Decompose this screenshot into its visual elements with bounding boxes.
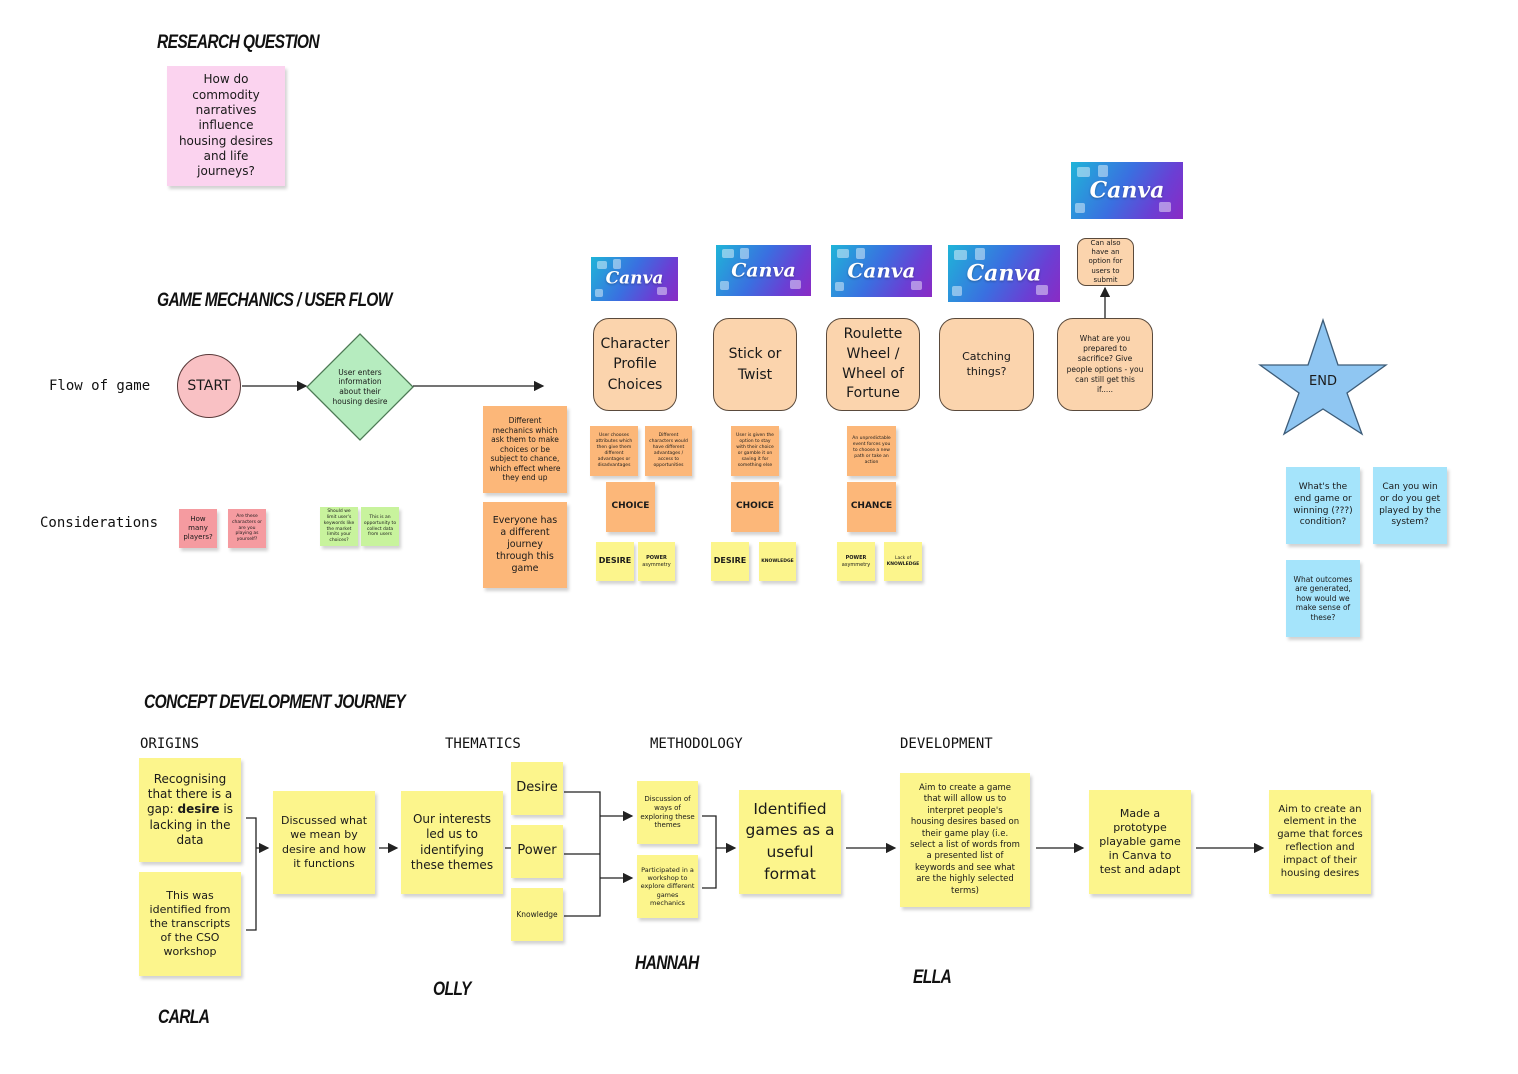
research-question-heading: Research Question — [157, 32, 320, 53]
mechanic-character-profile[interactable]: Character Profile Choices — [593, 318, 677, 411]
small-note[interactable]: Different characters would have differen… — [645, 426, 692, 476]
stage-origins: ORIGINS — [140, 736, 200, 752]
name-hannah: HANNAH — [635, 953, 699, 974]
end-node[interactable]: END — [1258, 318, 1388, 436]
canva-thumbnail-5[interactable]: Canva — [1071, 162, 1183, 219]
mechanic-stick-or-twist[interactable]: Stick or Twist — [713, 318, 797, 411]
decision-node[interactable]: User enters information about their hous… — [306, 333, 414, 441]
lack-of-label: Lack of — [894, 555, 912, 561]
dev-aim-interpret-note[interactable]: Aim to create a game that will allow us … — [900, 773, 1030, 907]
method-workshop-note[interactable]: Participated in a workshop to explore di… — [637, 855, 698, 918]
concept-development-heading: Concept Development Journey — [144, 692, 406, 713]
outcomes-note[interactable]: What outcomes are generated, how would w… — [1286, 560, 1360, 637]
end-game-condition-note[interactable]: What's the end game or winning (???) con… — [1286, 467, 1360, 544]
origins-transcripts-note[interactable]: This was identified from the transcripts… — [139, 872, 241, 976]
mechanics-note[interactable]: Different mechanics which ask them to ma… — [483, 406, 567, 493]
decision-label: User enters information about their hous… — [332, 367, 388, 406]
theme-desire[interactable]: Desire — [511, 762, 563, 815]
journey-note[interactable]: Everyone has a different journey through… — [483, 502, 567, 588]
mechanic-catching-things[interactable]: Catching things? — [939, 318, 1034, 411]
dev-reflection-note[interactable]: Aim to create an element in the game tha… — [1269, 790, 1371, 894]
method-discussion-note[interactable]: Discussion of ways of exploring these th… — [637, 781, 698, 844]
asymmetry-label: asymmetry — [642, 561, 671, 568]
canva-logo: Canva — [966, 259, 1042, 286]
win-or-played-note[interactable]: Can you win or do you get played by the … — [1373, 467, 1447, 544]
interests-note[interactable]: Our interests led us to identifying thes… — [401, 791, 503, 894]
desire-tag[interactable]: DESIRE — [711, 542, 749, 581]
canva-logo: Canva — [1089, 176, 1165, 203]
canva-thumbnail-1[interactable]: Canva — [591, 257, 678, 301]
start-node[interactable]: START — [177, 354, 241, 418]
canva-logo: Canva — [605, 268, 664, 289]
knowledge-tag[interactable]: KNOWLEDGE — [759, 542, 796, 581]
consideration-keywords[interactable]: Should we limit user's keywords like the… — [320, 507, 358, 546]
theme-power[interactable]: Power — [511, 825, 563, 878]
name-carla: CARLA — [158, 1007, 210, 1028]
discussed-desire-note[interactable]: Discussed what we mean by desire and how… — [273, 791, 375, 894]
submit-option-box[interactable]: Can also have an option for users to sub… — [1077, 238, 1134, 286]
origins-gap-text: Recognising that there is a gap: desire … — [147, 771, 233, 848]
flow-of-game-label: Flow of game — [49, 378, 151, 394]
mechanic-sacrifice[interactable]: What are you prepared to sacrifice? Give… — [1057, 318, 1153, 411]
game-mechanics-heading: Game Mechanics / User Flow — [157, 290, 392, 311]
small-note[interactable]: An unpredictable event forces you to cho… — [847, 426, 896, 476]
canva-logo: Canva — [847, 258, 916, 283]
power-label: POWER — [845, 555, 867, 562]
star-shape — [1258, 318, 1388, 436]
canva-thumbnail-2[interactable]: Canva — [716, 245, 811, 296]
theme-knowledge[interactable]: Knowledge — [511, 888, 563, 941]
desire-tag[interactable]: DESIRE — [596, 542, 634, 581]
chance-tag[interactable]: CHANCE — [847, 482, 896, 532]
name-ella: ELLA — [913, 967, 952, 988]
stage-development: DEVELOPMENT — [900, 736, 993, 752]
power-asymmetry-tag[interactable]: POWER asymmetry — [638, 542, 675, 581]
knowledge-label: KNOWLEDGE — [886, 561, 920, 567]
mechanic-roulette-wheel[interactable]: Roulette Wheel / Wheel of Fortune — [826, 318, 920, 411]
stage-methodology: METHODOLOGY — [650, 736, 743, 752]
power-asymmetry-tag[interactable]: POWER asymmetry — [837, 542, 875, 581]
small-note[interactable]: User chooses attributes which then give … — [590, 426, 638, 476]
consideration-collect-data[interactable]: This is an opportunity to collect data f… — [361, 507, 399, 546]
origins-gap-note[interactable]: Recognising that there is a gap: desire … — [139, 758, 241, 862]
consideration-characters[interactable]: Are these characters or are you playing … — [228, 509, 266, 548]
canva-thumbnail-4[interactable]: Canva — [948, 245, 1060, 302]
choice-tag[interactable]: CHOICE — [606, 482, 655, 532]
lack-of-knowledge-tag[interactable]: Lack of KNOWLEDGE — [884, 542, 922, 581]
dev-prototype-note[interactable]: Made a prototype playable game in Canva … — [1089, 790, 1191, 894]
choice-tag[interactable]: CHOICE — [731, 482, 779, 532]
asymmetry-label: asymmetry — [841, 561, 871, 568]
canva-thumbnail-3[interactable]: Canva — [831, 245, 932, 297]
end-label: END — [1309, 374, 1337, 389]
stage-thematics: THEMATICS — [445, 736, 521, 752]
consideration-players[interactable]: How many players? — [179, 509, 217, 548]
identified-games-note[interactable]: Identified games as a useful format — [739, 790, 841, 894]
start-label: START — [187, 378, 231, 394]
considerations-label: Considerations — [40, 515, 159, 531]
name-olly: OLLY — [433, 979, 471, 1000]
canva-logo: Canva — [731, 259, 796, 282]
research-question-note[interactable]: How do commodity narratives influence ho… — [167, 66, 285, 186]
diamond-shape — [306, 333, 414, 441]
power-label: POWER — [646, 555, 667, 562]
small-note[interactable]: User is given the option to stay with th… — [731, 426, 779, 476]
